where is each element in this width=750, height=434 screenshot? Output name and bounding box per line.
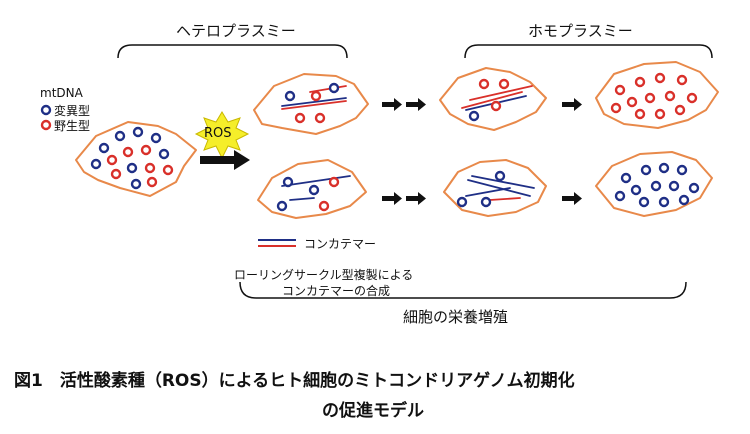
wildtype-mtdna	[490, 100, 502, 112]
mutant-mtdna	[658, 162, 670, 174]
cell-growth-label: 細胞の栄養増殖	[403, 308, 509, 326]
wildtype-mtdna	[146, 176, 158, 188]
concatemers	[281, 85, 535, 201]
progress-arrows	[382, 98, 582, 205]
mutant-mtdna	[276, 200, 288, 212]
legend-concatemer-label: コンカテマー	[304, 237, 377, 251]
mutant-mtdna	[688, 182, 700, 194]
wildtype-mtdna	[106, 154, 118, 166]
legend-mutant-marker	[40, 104, 52, 116]
legend-wildtype-marker	[40, 119, 52, 131]
wildtype-mtdna	[144, 162, 156, 174]
wildtype-mtdna	[626, 96, 638, 108]
wildtype-mtdna	[328, 176, 340, 188]
wildtype-mtdna	[686, 92, 698, 104]
figure-caption-line2: の促進モデル	[322, 401, 424, 421]
cell-top-final	[595, 61, 719, 129]
wildtype-mtdna	[654, 72, 666, 84]
cell-bottom-1	[257, 159, 367, 219]
mutant-mtdna	[678, 194, 690, 206]
rolling-circle-line1: ローリングサークル型複製による	[234, 268, 414, 282]
wildtype-mtdna	[676, 74, 688, 86]
wildtype-mtdna	[634, 76, 646, 88]
legend-wildtype-label: 野生型	[54, 119, 91, 133]
mutant-mtdna	[130, 178, 142, 190]
cell-growth-bracket	[239, 281, 687, 299]
mutant-mtdna	[126, 162, 138, 174]
mtdna-circles	[90, 72, 700, 212]
cell-bottom-2	[443, 159, 547, 217]
wildtype-mtdna	[140, 144, 152, 156]
wildtype-mtdna	[318, 200, 330, 212]
rolling-circle-line2: コンカテマーの合成	[282, 284, 391, 298]
figure-caption-line1: 図1 活性酸素種（ROS）によるヒト細胞のミトコンドリアゲノム初期化	[14, 371, 575, 391]
cell-top-1	[253, 73, 369, 135]
mutant-mtdna	[114, 130, 126, 142]
mutant-mtdna	[468, 110, 480, 122]
initial-cell	[75, 121, 197, 197]
mutant-mtdna	[630, 184, 642, 196]
homoplasmy-label: ホモプラスミー	[528, 22, 633, 40]
mutant-mtdna	[620, 172, 632, 184]
mutant-mtdna	[308, 184, 320, 196]
wildtype-mtdna	[674, 104, 686, 116]
mutant-mtdna	[614, 190, 626, 202]
mutant-mtdna	[132, 126, 144, 138]
wildtype-mtdna	[310, 90, 322, 102]
wildtype-mtdna	[478, 78, 490, 90]
mutant-mtdna	[676, 164, 688, 176]
mutant-mtdna	[650, 180, 662, 192]
wildtype-mtdna	[314, 112, 326, 124]
wildtype-mtdna	[162, 164, 174, 176]
wildtype-mtdna	[614, 84, 626, 96]
wildtype-mtdna	[664, 90, 676, 102]
mutant-mtdna	[494, 170, 506, 182]
mutant-mtdna	[284, 90, 296, 102]
mutant-mtdna	[90, 158, 102, 170]
mutant-mtdna	[480, 196, 492, 208]
mutant-mtdna	[282, 176, 294, 188]
cell-bottom-final	[595, 151, 713, 217]
wildtype-mtdna	[634, 108, 646, 120]
wildtype-mtdna	[110, 168, 122, 180]
wildtype-mtdna	[294, 112, 306, 124]
cell-top-2	[439, 67, 547, 131]
mutant-mtdna	[640, 164, 652, 176]
mutant-mtdna	[668, 180, 680, 192]
mutant-mtdna	[158, 148, 170, 160]
wildtype-mtdna	[122, 146, 134, 158]
wildtype-mtdna	[610, 102, 622, 114]
heteroplasmy-bracket	[117, 44, 348, 59]
mutant-mtdna	[456, 196, 468, 208]
mutant-mtdna	[150, 132, 162, 144]
heteroplasmy-label: ヘテロプラスミー	[176, 22, 296, 40]
mtdna-label: mtDNA	[40, 86, 83, 100]
mutant-mtdna	[658, 196, 670, 208]
mutant-mtdna	[328, 82, 340, 94]
homoplasmy-bracket	[464, 44, 713, 59]
legend-mutant-label: 変異型	[54, 104, 91, 118]
ros-label: ROS	[204, 126, 232, 141]
ros-arrow	[200, 150, 250, 170]
mutant-mtdna	[638, 196, 650, 208]
wildtype-mtdna	[498, 78, 510, 90]
wildtype-mtdna	[644, 92, 656, 104]
mutant-mtdna	[98, 142, 110, 154]
wildtype-mtdna	[654, 108, 666, 120]
